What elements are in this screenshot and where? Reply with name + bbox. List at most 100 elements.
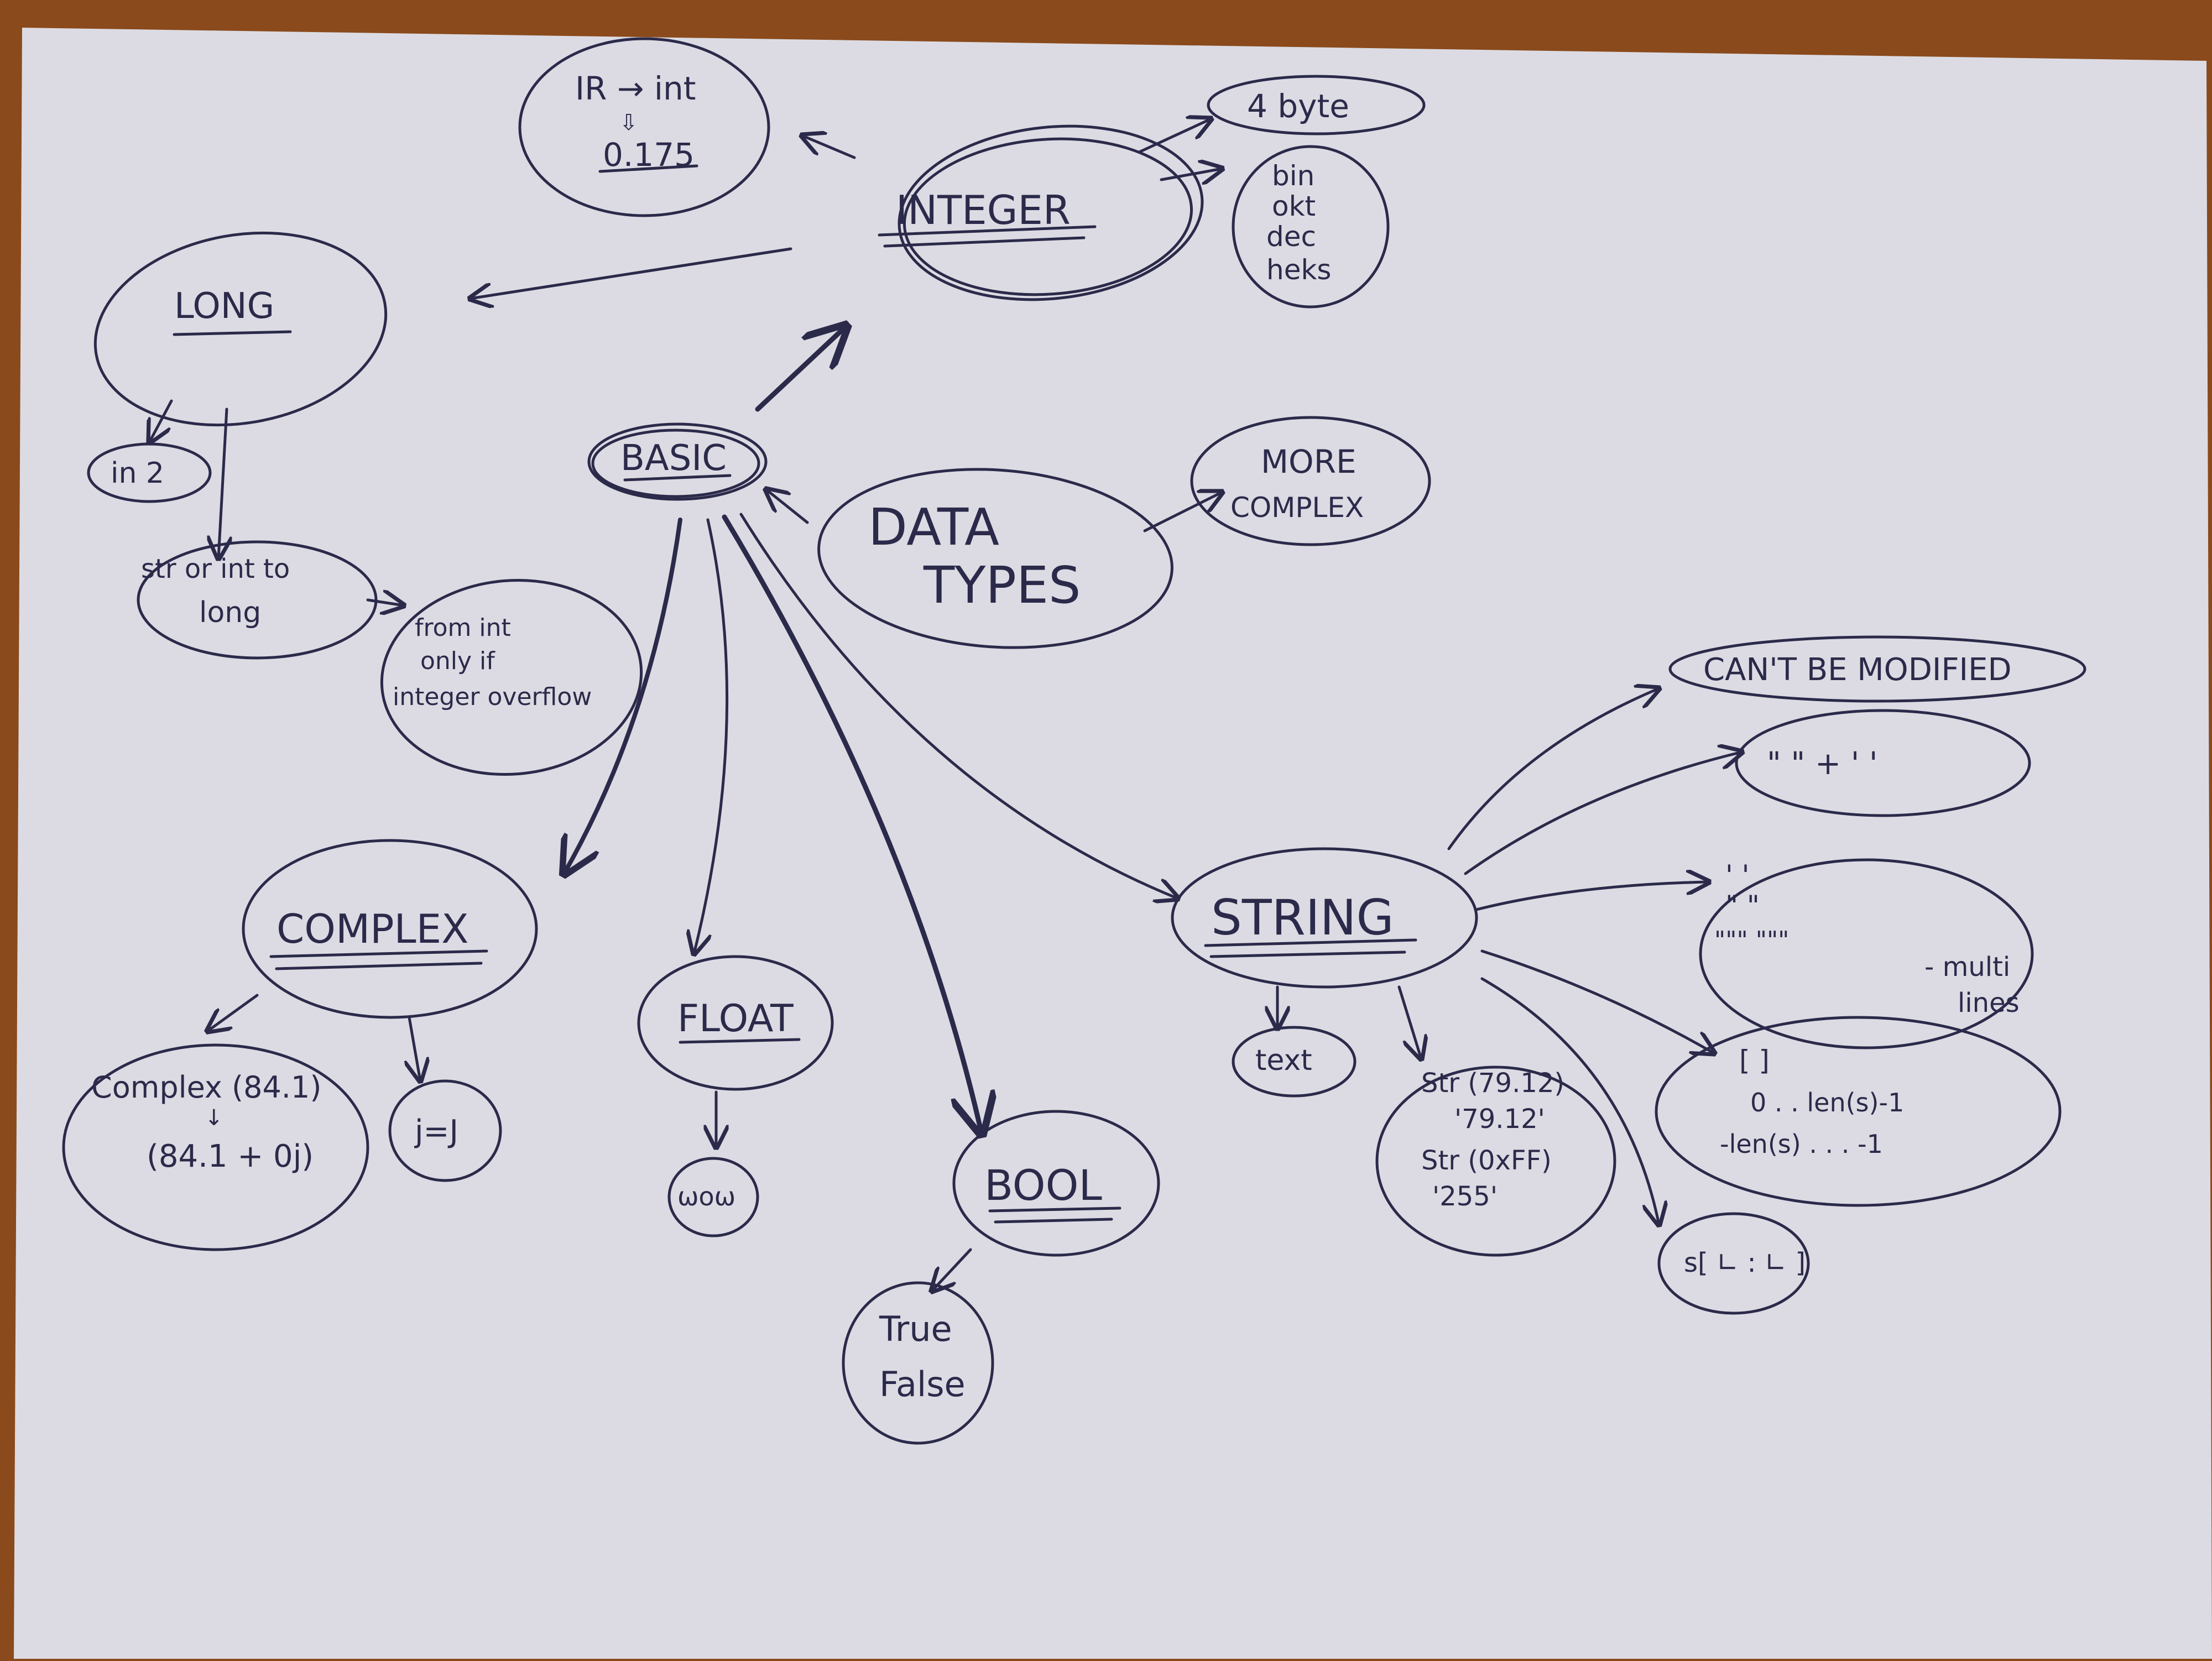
node-truefalse-outline — [842, 1281, 994, 1445]
edge-data-types-to-basic — [766, 489, 809, 524]
node-quotes-outline — [1735, 709, 2031, 817]
string-label: STRING — [1211, 889, 1394, 946]
edge-str-to-from-int — [366, 600, 404, 605]
from-int-line-1: from int — [415, 614, 511, 642]
long-label: LONG — [174, 286, 274, 327]
str-examples-line-1: Str (79.12) — [1421, 1068, 1564, 1099]
complex-example-line-2: ↓ — [205, 1105, 223, 1131]
bool-underline-2 — [994, 1218, 1113, 1224]
edge-complex-to-example — [207, 994, 259, 1031]
bool-label: BOOL — [984, 1161, 1102, 1210]
node-float-outline — [637, 955, 834, 1091]
node-bases-outline — [1232, 145, 1390, 309]
string-underline — [1204, 938, 1417, 947]
edge-bool-to-truefalse — [932, 1248, 972, 1291]
edge-complex-to-jj — [409, 1016, 420, 1081]
node-indexing-outline — [1655, 1016, 2062, 1207]
node-str-int-long-outline — [137, 540, 378, 660]
node-integer-outline-2 — [902, 137, 1193, 296]
complex-underline — [269, 949, 488, 958]
node-quote-kinds-outline — [1699, 858, 2034, 1049]
in2-label: in 2 — [111, 457, 164, 490]
node-integer-outline — [898, 124, 1204, 301]
wow-label: ωoω — [677, 1182, 735, 1211]
node-cant-modify-outline — [1668, 635, 2086, 703]
edge-string-to-slice — [1480, 977, 1659, 1225]
slice-label: s[ ∟ : ∟ ] — [1684, 1247, 1806, 1278]
quote-kinds-line-2: " " — [1725, 890, 1760, 922]
str-examples-line-4: '255' — [1432, 1181, 1498, 1212]
connectors — [149, 119, 1742, 1291]
edge-basic-to-integer — [755, 326, 846, 412]
node-complex-example-outline — [62, 1043, 369, 1251]
edge-integer-to-conv — [802, 135, 856, 159]
edge-basic-to-bool — [722, 514, 982, 1134]
quote-kinds-line-4: - multi — [1924, 952, 2010, 983]
node-data-types-outline — [817, 468, 1173, 649]
more-complex-line-1: MORE — [1261, 443, 1357, 480]
conv-strike — [598, 164, 698, 173]
node-complex-outline — [242, 839, 538, 1019]
long-underline — [173, 330, 292, 336]
str-int-long-line-2: long — [199, 596, 261, 629]
edge-string-to-cant-modify — [1447, 688, 1659, 850]
string-underline-2 — [1209, 950, 1406, 958]
indexing-line-2: 0 . . len(s)-1 — [1750, 1088, 1904, 1117]
str-int-long-line-1: str or int to — [141, 553, 290, 584]
edge-integer-to-bases — [1160, 169, 1222, 180]
quote-kinds-line-1: ' ' — [1725, 859, 1749, 891]
quote-kinds-line-3: """ """ — [1714, 926, 1789, 954]
edge-string-to-quotes — [1464, 752, 1742, 875]
node-bool-outline — [952, 1110, 1160, 1257]
integer-underline-2 — [883, 236, 1086, 248]
integer-label: INTEGER — [896, 187, 1071, 233]
indexing-line-3: -len(s) . . . -1 — [1720, 1129, 1883, 1159]
node-string-outline — [1171, 847, 1478, 989]
from-int-line-2: only if — [420, 647, 495, 675]
integer-underline — [878, 225, 1097, 237]
float-label: FLOAT — [677, 997, 794, 1041]
edge-string-to-quote-kinds — [1475, 882, 1709, 911]
node-jj-outline — [388, 1079, 502, 1182]
bool-underline — [988, 1206, 1121, 1213]
true-false-line-2: False — [879, 1364, 966, 1404]
jj-label: j=J — [414, 1114, 458, 1150]
basic-label: BASIC — [620, 438, 727, 479]
edge-basic-to-float — [694, 518, 729, 954]
edge-data-types-to-more-complex — [1143, 492, 1222, 532]
paper-sheet — [14, 28, 2212, 1659]
node-outlines — [62, 37, 2086, 1445]
node-in2-outline — [87, 442, 212, 503]
node-bytes-outline — [1207, 75, 1426, 135]
node-from-int-outline — [380, 578, 643, 776]
edge-long-to-str — [218, 408, 227, 558]
bases-line-1: bin — [1272, 160, 1314, 192]
complex-label: COMPLEX — [276, 906, 468, 952]
complex-example-line-3: (84.1 + 0j) — [147, 1138, 314, 1174]
edge-basic-to-string — [739, 513, 1178, 899]
integer-conv-line-2: ⇩ — [619, 110, 638, 135]
node-text-outline — [1232, 1026, 1357, 1098]
integer-conv-line-3: 0.175 — [603, 136, 695, 174]
bases-line-3: dec — [1266, 221, 1316, 253]
str-examples-line-2: '79.12' — [1454, 1104, 1545, 1135]
edge-long-to-in2 — [149, 399, 173, 442]
from-int-line-3: integer overflow — [393, 683, 592, 711]
quote-kinds-line-5: lines — [1958, 988, 2020, 1018]
basic-underline — [623, 474, 732, 482]
data-types-line-1: DATA — [868, 498, 999, 557]
edge-integer-to-bytes — [1138, 119, 1211, 154]
node-basic-outline — [587, 422, 768, 501]
true-false-line-1: True — [879, 1309, 952, 1349]
edge-basic-to-complex — [564, 518, 682, 874]
data-types-line-2: TYPES — [923, 556, 1081, 615]
str-examples-line-3: Str (0xFF) — [1421, 1145, 1552, 1176]
node-long-outline — [93, 231, 388, 427]
quotes-label: " " + ' ' — [1767, 746, 1877, 782]
bases-line-4: heks — [1266, 254, 1331, 286]
complex-example-line-1: Complex (84.1) — [91, 1070, 321, 1105]
bases-line-2: okt — [1272, 190, 1316, 222]
node-basic-outline-2 — [591, 429, 760, 498]
